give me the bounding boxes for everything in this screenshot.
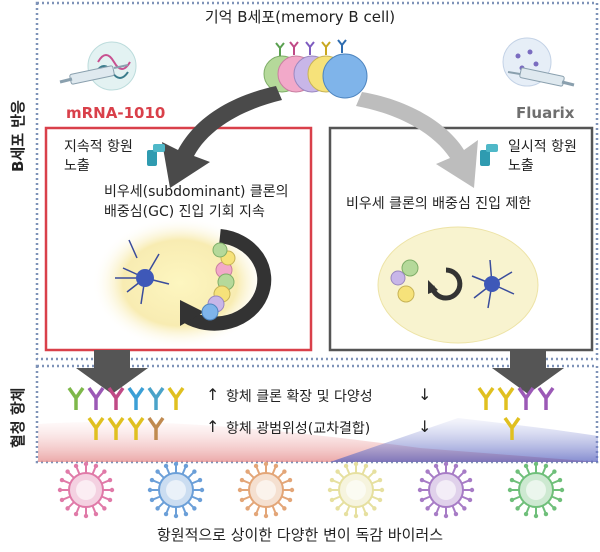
row2-right-arrow: ↓ <box>418 417 432 436</box>
top-title: 기억 B세포(memory B cell) <box>204 8 396 26</box>
sustained-exposure-line1: 지속적 항원 <box>64 139 133 155</box>
b-cell-response-frame <box>35 1 599 361</box>
virus-icon <box>57 461 115 519</box>
transient-exposure-line1: 일시적 항원 <box>508 139 577 155</box>
mrna-antibodies-row1 <box>67 386 185 410</box>
mrna-syringe-icon <box>59 41 137 91</box>
virus-icon <box>507 461 565 519</box>
row2-left-arrow: ↑ <box>206 417 220 436</box>
row1-label: 항체 클론 확장 및 다양성 <box>226 389 373 405</box>
virus-variants <box>57 461 565 519</box>
mrna-gc-line1: 비우세(subdominant) 클론의 <box>104 184 289 200</box>
fluarix-breadth-fade <box>330 418 598 462</box>
fluarix-output-arrow <box>492 350 564 394</box>
mrna-output-arrow <box>76 350 148 394</box>
fluarix-germinal-center <box>377 226 539 344</box>
fluarix-pathway-arrow <box>356 92 478 188</box>
transient-exposure-line2: 노출 <box>508 158 534 174</box>
row2-label: 항체 광범위성(교차결합) <box>226 421 371 437</box>
fluarix-syringe-icon <box>502 37 575 87</box>
fluarix-vaccine-label: Fluarix <box>516 104 575 122</box>
mrna-pathway-arrow <box>162 86 282 188</box>
virus-icon <box>327 461 385 519</box>
row1-left-arrow: ↑ <box>206 385 220 404</box>
mrna-panel <box>44 126 313 352</box>
fluarix-gc-line1: 비우세 클론의 배중심 진입 제한 <box>346 196 532 212</box>
sustained-antigen-icon <box>147 144 165 166</box>
virus-icon <box>147 461 205 519</box>
fluarix-panel <box>328 126 594 352</box>
virus-icon <box>417 461 475 519</box>
row1-right-arrow: ↓ <box>418 385 432 404</box>
fluarix-antibodies-row2 <box>503 416 521 440</box>
mrna-gc-line2: 배중심(GC) 진입 기회 지속 <box>104 204 265 220</box>
bottom-caption: 항원적으로 상이한 다양한 변이 독감 바이러스 <box>156 526 444 544</box>
transient-antigen-icon <box>480 144 498 166</box>
sustained-exposure-line2: 노출 <box>64 158 90 174</box>
mrna-antibodies-row2 <box>87 416 165 440</box>
mrna-germinal-center <box>92 217 272 349</box>
side-label-bottom: 혈청 항체 <box>9 387 27 448</box>
side-label-top: B세포 반응 <box>9 100 27 172</box>
mrna-vaccine-label: mRNA-1010 <box>66 104 166 122</box>
memory-b-cell-cluster <box>263 39 368 99</box>
virus-icon <box>237 461 295 519</box>
fluarix-antibodies-row1 <box>477 386 555 410</box>
